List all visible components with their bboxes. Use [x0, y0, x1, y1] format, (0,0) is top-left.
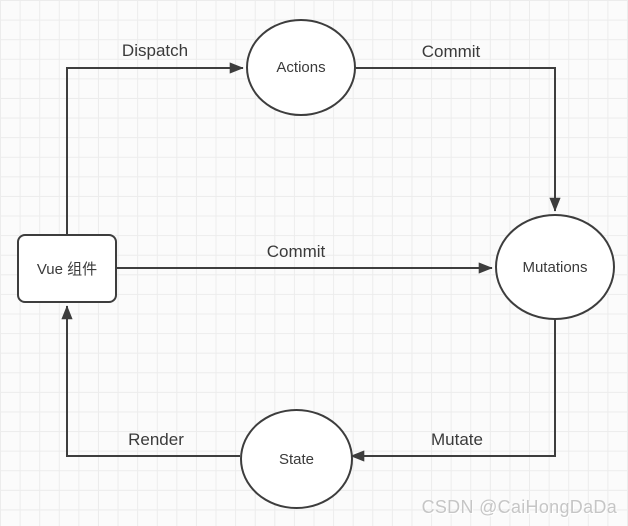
actions-node-label: Actions [276, 59, 326, 76]
render-edge-label: Render [128, 430, 184, 449]
vue-component-node-label: Vue 组件 [36, 261, 98, 278]
mutate-edge-label: Mutate [431, 430, 483, 449]
state-node: State [240, 409, 353, 509]
mutate-arrow [350, 320, 556, 462]
commit-middle-edge-label: Commit [266, 242, 326, 261]
state-node-label: State [278, 450, 315, 468]
commit-top-edge-label: Commit [421, 42, 481, 61]
actions-node: Actions [246, 19, 356, 116]
vue-component-node: Vue 组件 [17, 234, 117, 303]
commit-actions-to-mutations-arrow [356, 67, 561, 212]
mutations-node: Mutations [495, 214, 615, 320]
dispatch-edge-label: Dispatch [121, 41, 189, 60]
render-arrow [61, 305, 240, 457]
mutations-node-label: Mutations [522, 258, 588, 276]
csdn-watermark: CSDN @CaiHongDaDa [421, 497, 617, 517]
dispatch-arrow [66, 62, 244, 234]
